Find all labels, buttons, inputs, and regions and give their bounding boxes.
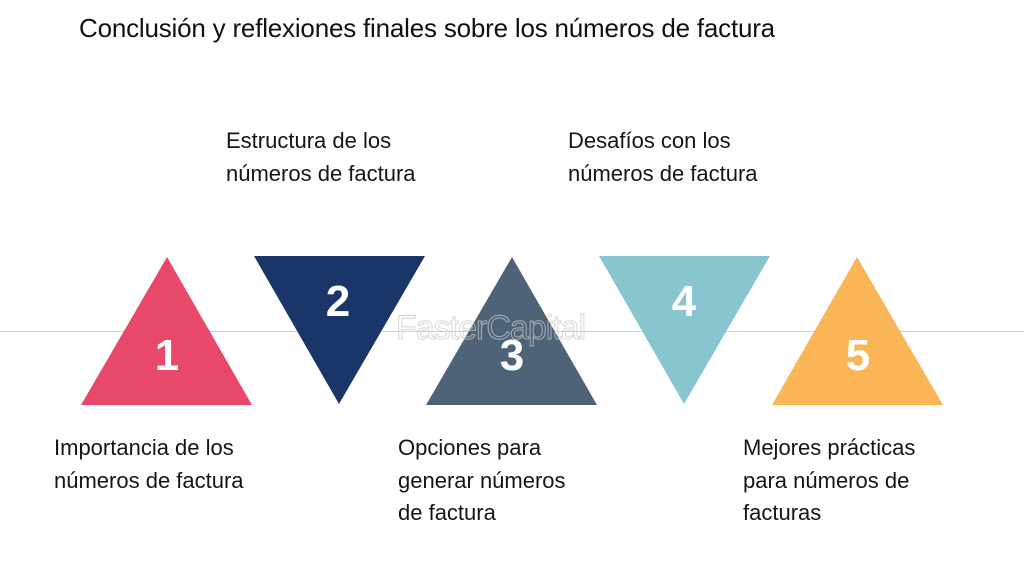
step-number: 5 — [846, 331, 870, 380]
triangle-down-shape — [254, 256, 425, 404]
step-number: 4 — [672, 277, 697, 326]
step-2-label: Estructura de los números de factura — [226, 125, 416, 190]
label-line: Desafíos con los — [568, 128, 731, 153]
step-4-label: Desafíos con los números de factura — [568, 125, 758, 190]
label-line: generar números — [398, 467, 566, 493]
label-line: Mejores prácticas — [743, 435, 916, 460]
triangle-up-shape — [426, 257, 597, 405]
step-1-triangle: 1 — [81, 257, 252, 405]
label-line: Opciones para — [398, 435, 542, 460]
step-1-label: Importancia de los números de factura — [54, 432, 244, 497]
step-number: 3 — [500, 331, 524, 380]
label-line: para números de — [743, 467, 910, 493]
step-number: 2 — [326, 277, 350, 326]
label-line: números de factura — [568, 160, 758, 186]
label-line: números de factura — [54, 467, 244, 493]
step-2-triangle: 2 — [254, 256, 425, 404]
step-3-label: Opciones para generar números de factura — [398, 432, 566, 530]
triangle-up-shape — [81, 257, 252, 405]
step-number: 1 — [155, 331, 179, 380]
step-5-triangle: 5 — [772, 257, 943, 405]
page-title: Conclusión y reflexiones finales sobre l… — [79, 13, 775, 43]
step-3-triangle: 3 — [426, 257, 597, 405]
triangle-down-shape — [599, 256, 770, 404]
triangle-up-shape — [772, 257, 943, 405]
step-5-label: Mejores prácticas para números de factur… — [743, 432, 915, 530]
watermark-logo: FasterCapital — [395, 309, 586, 348]
label-line: Estructura de los — [226, 128, 392, 153]
label-line: Importancia de los — [54, 435, 234, 460]
label-line: de factura — [398, 500, 496, 525]
label-line: números de factura — [226, 160, 416, 186]
step-4-triangle: 4 — [599, 256, 770, 404]
label-line: facturas — [743, 500, 822, 525]
